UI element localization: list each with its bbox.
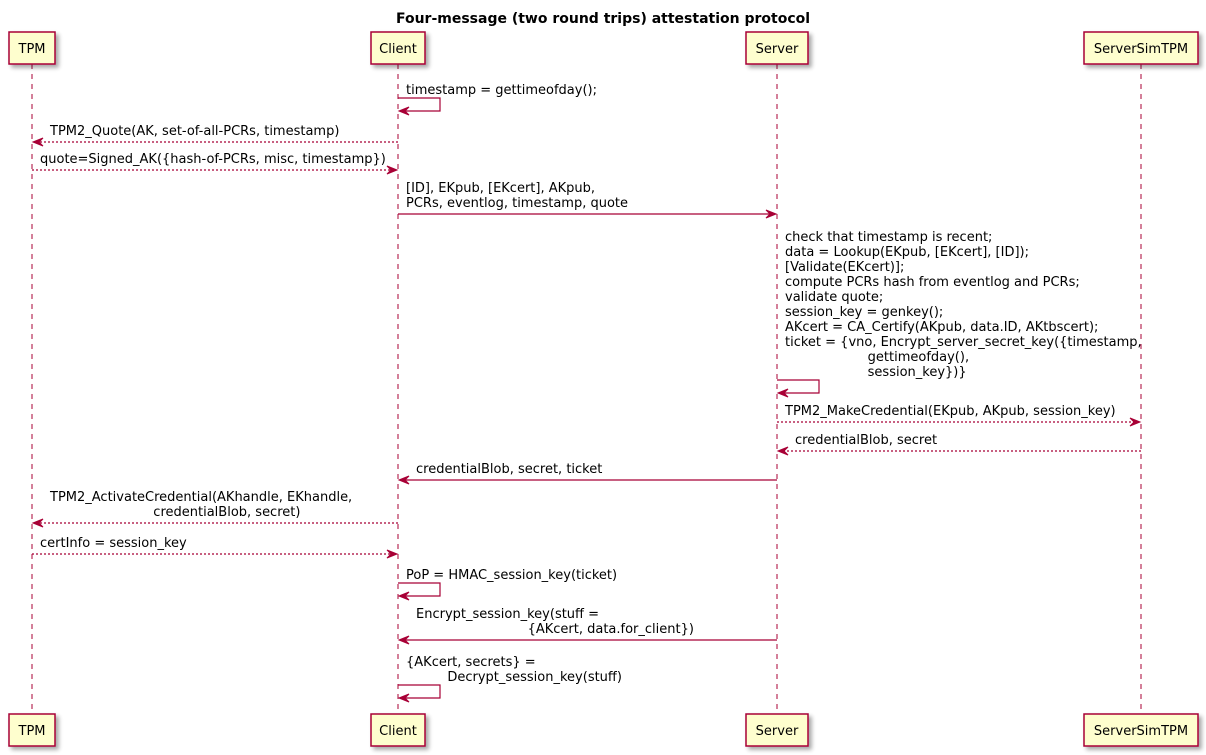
arrow-head (776, 446, 789, 456)
self-arrow-line (398, 684, 441, 699)
message-text: timestamp = gettimeofday(); (406, 83, 597, 98)
message-text: ticket = {vno, Encrypt_server_secret_key… (785, 335, 1142, 350)
participant-label: Client (379, 42, 417, 57)
participant-label: Server (756, 42, 799, 57)
message-text: TPM2_MakeCredential(EKpub, AKpub, sessio… (784, 404, 1116, 419)
message-12: Encrypt_session_key(stuff = {AKcert, dat… (397, 607, 777, 645)
message-4: [ID], EKpub, [EKcert], AKpub,PCRs, event… (398, 181, 778, 219)
message-text: Encrypt_session_key(stuff = (416, 607, 599, 622)
message-text: compute PCRs hash from eventlog and PCRs… (785, 275, 1080, 290)
message-text: credentialBlob, secret (795, 433, 937, 448)
message-text: data = Lookup(EKpub, [EKcert], [ID]); (785, 245, 1029, 260)
message-11: PoP = HMAC_session_key(ticket) (397, 568, 617, 601)
participant-server-top: Server (745, 31, 809, 65)
message-text: PoP = HMAC_session_key(ticket) (406, 568, 617, 583)
arrow-head (397, 475, 410, 485)
participant-client-top: Client (370, 31, 426, 65)
participant-label: ServerSimTPM (1094, 42, 1188, 57)
participant-box (745, 713, 809, 747)
message-text: TPM2_ActivateCredential(AKhandle, EKhand… (49, 490, 352, 505)
arrow-head (31, 518, 44, 528)
participant-serversimtpm-bottom: ServerSimTPM (1083, 713, 1199, 747)
arrow-head (31, 137, 44, 147)
participant-box (370, 31, 426, 65)
arrow-head (765, 209, 778, 219)
message-text: {AKcert, data.for_client}) (416, 622, 694, 637)
self-arrow-line (398, 582, 441, 597)
participant-label: TPM (18, 724, 46, 739)
participant-label: ServerSimTPM (1094, 724, 1188, 739)
message-text: [ID], EKpub, [EKcert], AKpub, (406, 181, 595, 196)
message-13: {AKcert, secrets} = Decrypt_session_key(… (397, 655, 622, 703)
arrow-head (397, 635, 410, 645)
message-text: quote=Signed_AK({hash-of-PCRs, misc, tim… (40, 152, 386, 167)
arrow-head (1129, 417, 1142, 427)
message-text: certInfo = session_key (40, 536, 187, 551)
message-text: session_key})} (785, 365, 967, 380)
message-text: AKcert = CA_Certify(AKpub, data.ID, AKtb… (785, 320, 1098, 335)
participant-client-bottom: Client (370, 713, 426, 747)
arrow-head (776, 388, 789, 398)
message-text: PCRs, eventlog, timestamp, quote (406, 196, 628, 211)
arrow-head (397, 106, 410, 116)
message-text: Decrypt_session_key(stuff) (406, 670, 622, 685)
arrow-head (386, 549, 399, 559)
diagram-title: Four-message (two round trips) attestati… (396, 11, 810, 27)
participant-box (370, 713, 426, 747)
participant-box (8, 31, 56, 65)
participant-server-bottom: Server (745, 713, 809, 747)
arrow-head (397, 591, 410, 601)
message-5: check that timestamp is recent;data = Lo… (776, 230, 1142, 398)
message-9: TPM2_ActivateCredential(AKhandle, EKhand… (31, 490, 398, 528)
arrow-head (386, 165, 399, 175)
arrow-head (397, 693, 410, 703)
message-text: credentialBlob, secret, ticket (416, 462, 602, 477)
message-1: timestamp = gettimeofday(); (397, 83, 597, 116)
message-text: credentialBlob, secret) (50, 505, 300, 520)
participant-box (1083, 31, 1199, 65)
self-arrow-line (398, 97, 441, 112)
message-text: TPM2_Quote(AK, set-of-all-PCRs, timestam… (49, 124, 339, 139)
message-2: TPM2_Quote(AK, set-of-all-PCRs, timestam… (31, 124, 398, 147)
participant-box (8, 713, 56, 747)
lifelines (31, 64, 1142, 714)
participant-serversimtpm-top: ServerSimTPM (1083, 31, 1199, 65)
participant-tpm-top: TPM (8, 31, 56, 65)
participant-label: Client (379, 724, 417, 739)
participant-label: Server (756, 724, 799, 739)
messages: timestamp = gettimeofday(); TPM2_Quote(AK… (31, 83, 1142, 703)
message-6: TPM2_MakeCredential(EKpub, AKpub, sessio… (777, 404, 1142, 427)
message-10: certInfo = session_key (32, 536, 399, 559)
participant-box (745, 31, 809, 65)
message-7: credentialBlob, secret (776, 433, 1141, 456)
participant-box (1083, 713, 1199, 747)
message-text: check that timestamp is recent; (785, 230, 992, 245)
message-text: validate quote; (785, 290, 883, 305)
participant-tpm-bottom: TPM (8, 713, 56, 747)
message-text: session_key = genkey(); (785, 305, 943, 320)
participant-boxes: TPMTPMClientClientServerServerServerSimT… (8, 31, 1199, 747)
message-3: quote=Signed_AK({hash-of-PCRs, misc, tim… (32, 152, 399, 175)
participant-label: TPM (18, 42, 46, 57)
message-text: [Validate(EKcert)]; (785, 260, 904, 275)
message-text: gettimeofday(), (785, 350, 969, 365)
self-arrow-line (777, 379, 820, 394)
message-text: {AKcert, secrets} = (406, 655, 536, 670)
message-8: credentialBlob, secret, ticket (397, 462, 777, 485)
